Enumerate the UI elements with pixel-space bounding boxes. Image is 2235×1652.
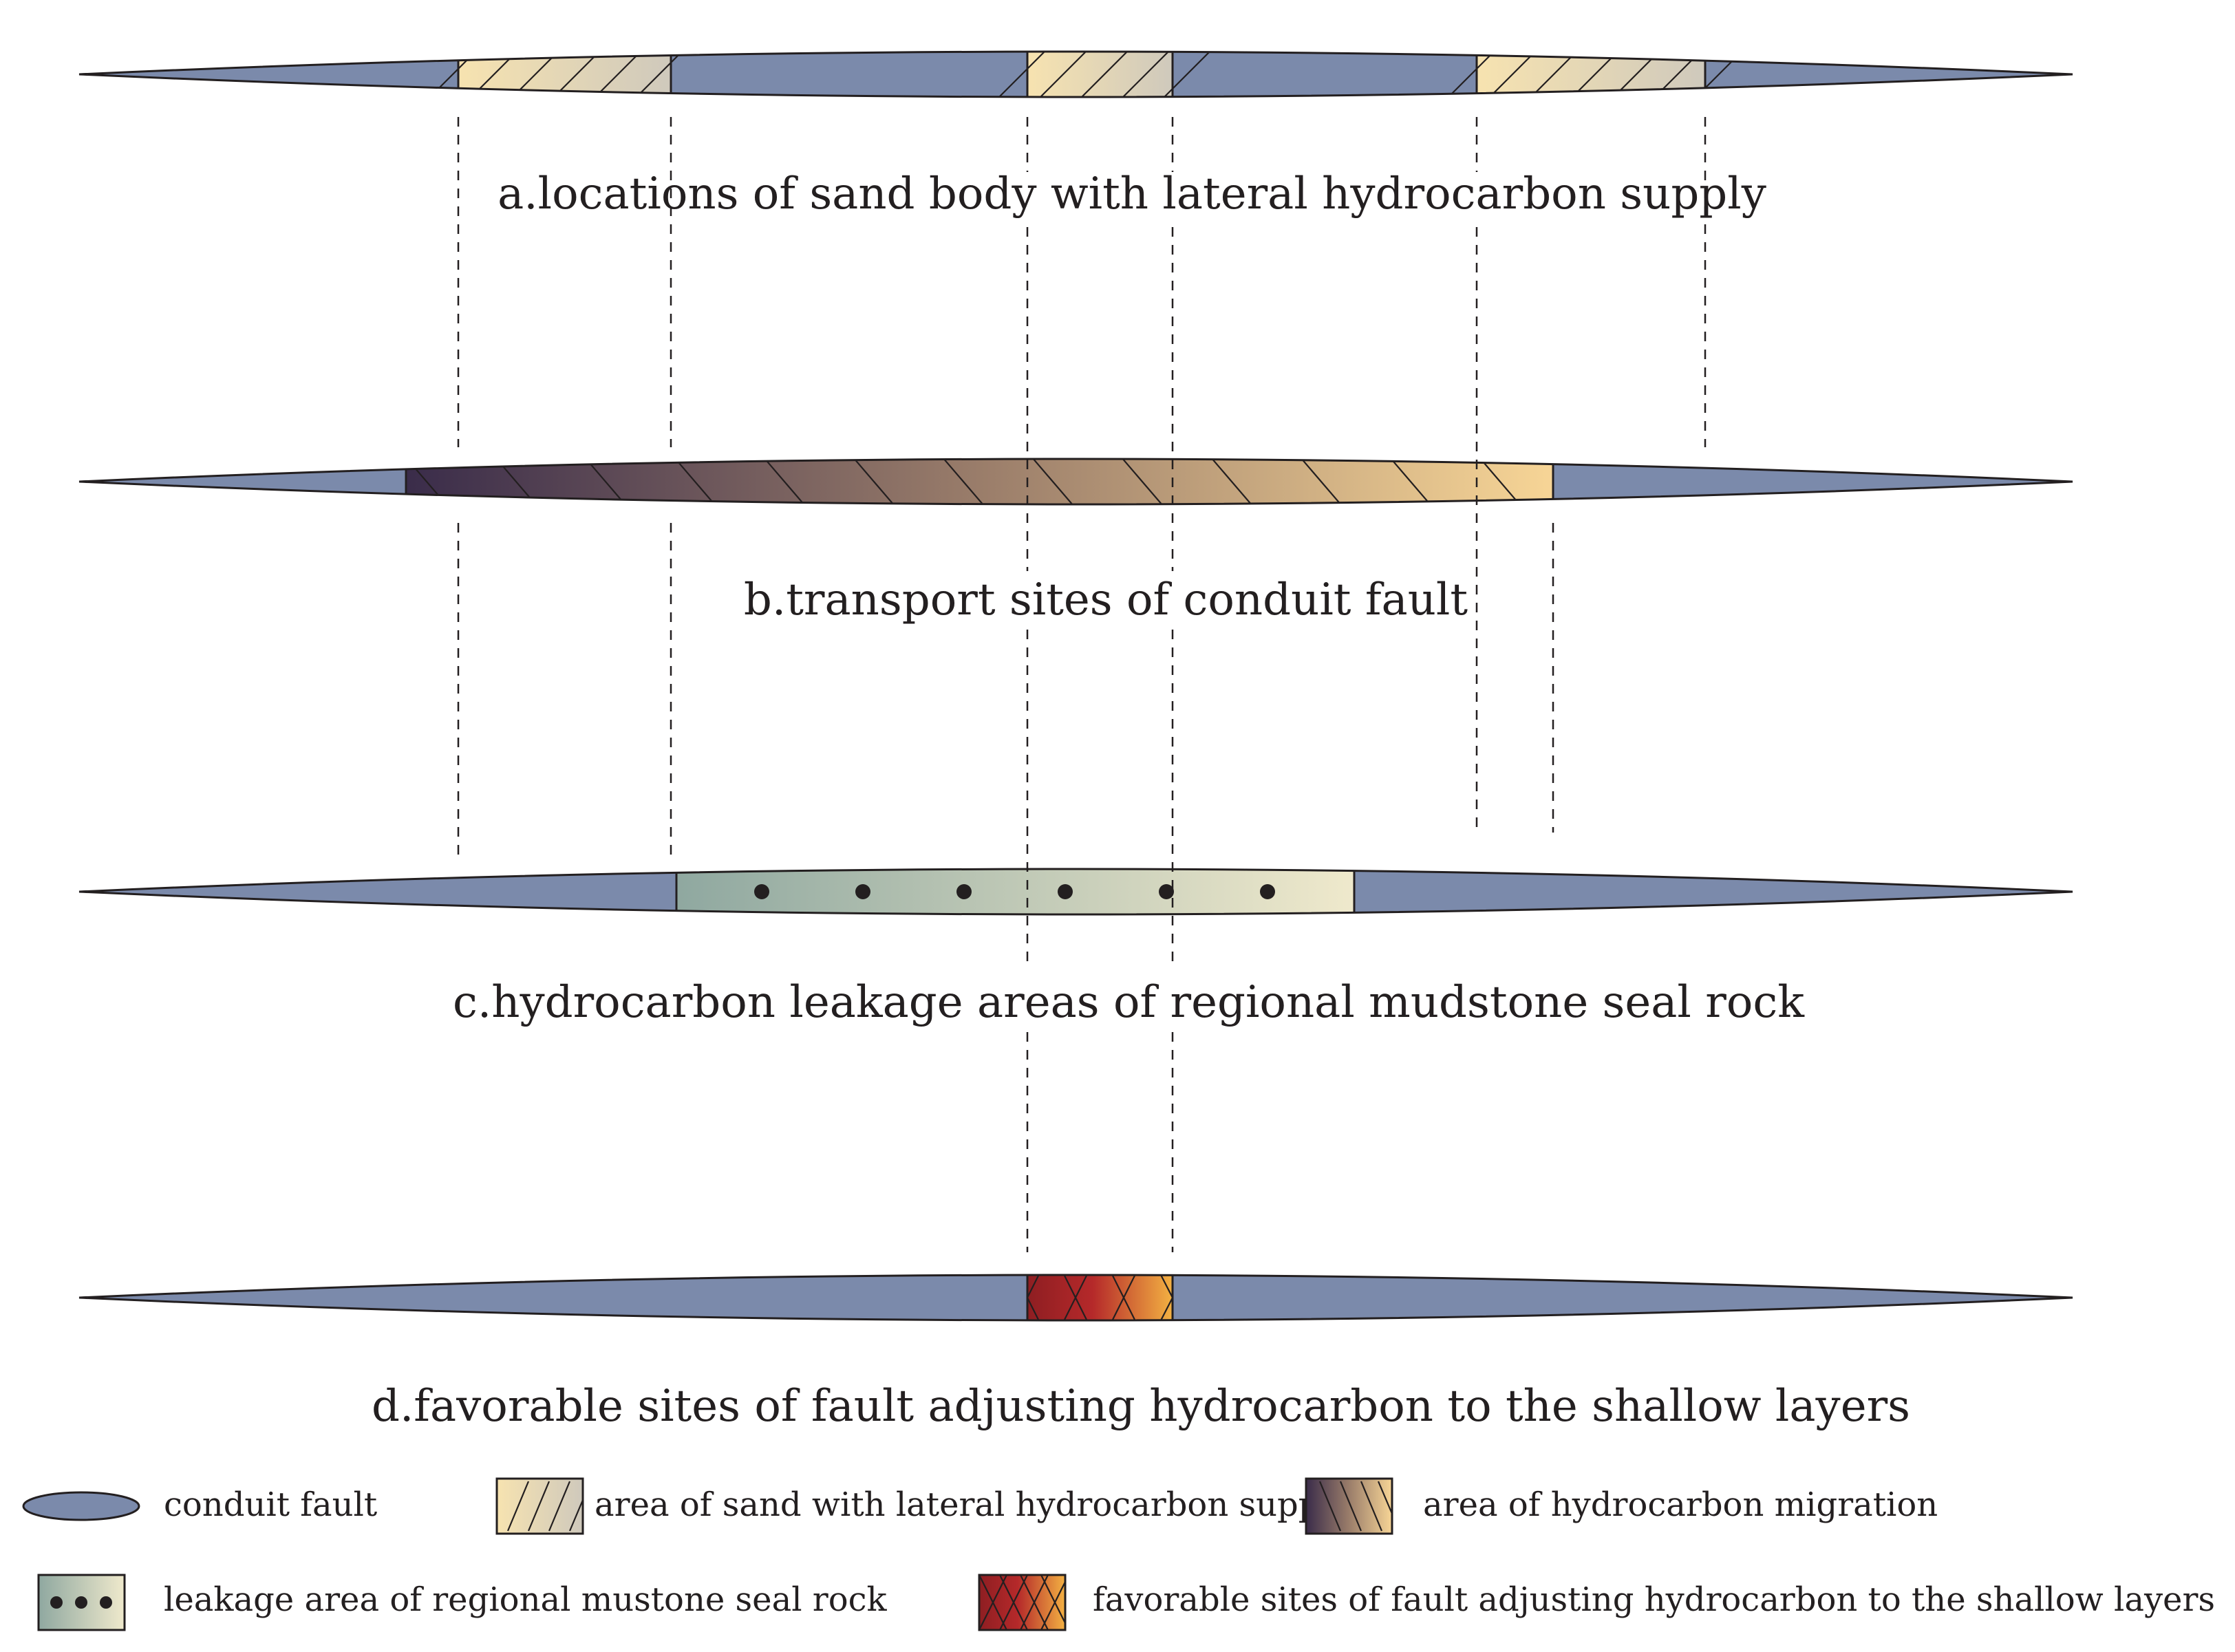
caption-b: b.transport sites of conduit fault [744, 575, 1468, 625]
caption-c: c.hydrocarbon leakage areas of regional … [453, 977, 1805, 1028]
legend-label: leakage area of regional mustone seal ro… [164, 1580, 888, 1619]
legend-label: area of sand with lateral hydrocarbon su… [595, 1485, 1349, 1524]
dots-icon [37, 1574, 126, 1631]
legend-label: favorable sites of fault adjusting hydro… [1093, 1580, 2215, 1619]
panel-a: a.locations of sand body with lateral hy… [78, 50, 2073, 219]
sand-hatch-a [416, 52, 1766, 97]
diagonal-hatch-icon [495, 1477, 584, 1535]
migration-zone-b [406, 459, 1553, 504]
gradient-hatch-icon [1305, 1477, 1393, 1535]
ellipse-icon [22, 1491, 140, 1521]
favorable-zone-d [1027, 1275, 1173, 1320]
caption-d: d.favorable sites of fault adjusting hyd… [372, 1381, 1910, 1432]
legend: conduit fault area of sand with lateral … [22, 1477, 2215, 1631]
legend-label: conduit fault [164, 1485, 377, 1524]
favorable-crosshatch-d [1027, 1275, 1173, 1320]
sand-zone-a1 [458, 52, 671, 97]
leakage-dots-c [754, 884, 1275, 899]
panel-c: c.hydrocarbon leakage areas of regional … [78, 868, 2073, 1028]
legend-item-leakage: leakage area of regional mustone seal ro… [37, 1574, 888, 1631]
legend-item-favorable: favorable sites of fault adjusting hydro… [978, 1574, 2215, 1631]
migration-hatch-b [385, 459, 1632, 504]
sand-zone-a2 [1027, 52, 1173, 97]
projection-guides [457, 117, 1707, 1252]
panel-d: d.favorable sites of fault adjusting hyd… [78, 1274, 2073, 1432]
legend-label: area of hydrocarbon migration [1423, 1485, 1938, 1524]
zone-borders-a [457, 52, 1707, 97]
legend-item-sand-supply: area of sand with lateral hydrocarbon su… [495, 1477, 1349, 1535]
legend-item-migration: area of hydrocarbon migration [1305, 1477, 1938, 1535]
crosshatch-icon [978, 1574, 1067, 1631]
leakage-zone-c [676, 869, 1354, 914]
panel-b: b.transport sites of conduit fault [78, 458, 2073, 625]
legend-item-conduit-fault: conduit fault [22, 1485, 377, 1524]
caption-a: a.locations of sand body with lateral hy… [498, 169, 1766, 219]
